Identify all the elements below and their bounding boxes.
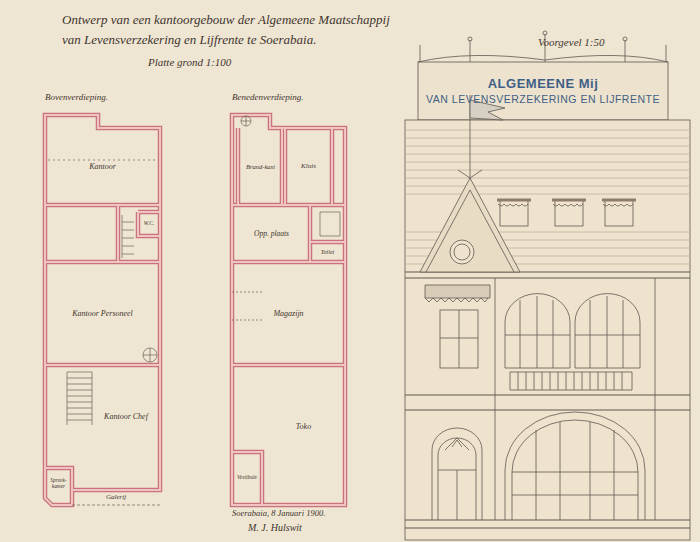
room-name: Opp. plaats: [254, 230, 289, 238]
room-name: Kluis: [301, 163, 316, 170]
room-label: W.C.: [139, 213, 159, 235]
room-name: Toilet: [321, 249, 334, 255]
room-name: Magazijn: [273, 310, 303, 318]
scale-note: Voorgevel 1:50: [538, 36, 605, 48]
drawing-title: Ontwerp van een kantoorgebouw der Algeme…: [62, 10, 407, 49]
room-label: Kantoor Personeel: [47, 264, 158, 364]
room-name: Kantoor Personeel: [72, 310, 133, 318]
room-name: W.C.: [144, 221, 155, 227]
room-label: Vestibule: [233, 454, 261, 502]
room-name: Kantoor: [89, 163, 116, 171]
floor-plan: Benedenverdieping. Brand-kast KluisOpp. pl…: [232, 92, 345, 507]
scale-note: Platte grond 1:100: [148, 56, 231, 68]
room-name: Spreek-kamer: [46, 478, 71, 489]
sign-lettering: VAN LEVENSVERZEKERING EN LIJFRENTE: [426, 94, 660, 106]
room-label: Toilet: [311, 243, 344, 261]
signboard: ALGEMEENE MijVAN LEVENSVERZEKERING EN LI…: [420, 63, 666, 119]
room-label: Brand-kast: [240, 130, 281, 204]
sign-lettering: ALGEMEENE Mij: [488, 77, 599, 91]
room-label: Kantoor Chef: [93, 367, 159, 467]
room-label: Opp. plaats: [234, 207, 309, 261]
date-note: Soerabaia, 8 Januari 1900.: [232, 508, 325, 518]
room-label: Toko: [264, 367, 343, 487]
room-label: Magazijn: [234, 264, 343, 364]
room-name: Brand-kast: [246, 164, 275, 171]
floor-plan: Bovenverdieping. KantoorW.C. Kantoor Perso…: [45, 92, 160, 507]
room-label: Kluis: [286, 130, 331, 204]
room-name: Galerij: [106, 494, 126, 501]
floor-heading: Bovenverdieping.: [45, 92, 160, 102]
room-label: Kantoor: [47, 130, 158, 204]
room-label: Spreek-kamer: [46, 470, 71, 498]
room-name: Toko: [296, 423, 311, 431]
room-label: Galerij: [74, 491, 158, 504]
floor-heading: Benedenverdieping.: [232, 92, 345, 102]
signature: M. J. Hulswit: [248, 522, 302, 533]
room-name: Vestibule: [237, 475, 257, 481]
room-name: Kantoor Chef: [104, 413, 148, 421]
